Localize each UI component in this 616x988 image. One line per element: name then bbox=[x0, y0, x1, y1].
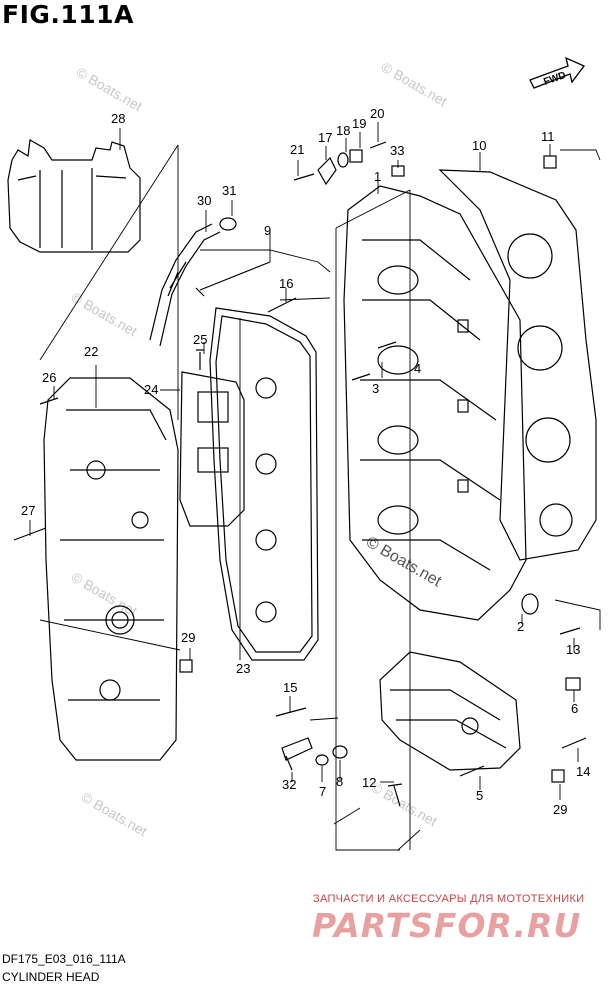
part-14-bolt bbox=[561, 737, 587, 749]
watermark: © Boats.net bbox=[379, 59, 451, 110]
watermark: © Boats.net bbox=[369, 779, 441, 830]
watermark: © Boats.net bbox=[69, 289, 141, 340]
part-11-dowel bbox=[543, 155, 557, 169]
figure-title: FIG.111A bbox=[2, 0, 134, 29]
callout-26: 26 bbox=[42, 370, 56, 385]
watermark: © Boats.net bbox=[69, 569, 141, 620]
callout-13: 13 bbox=[566, 642, 580, 657]
fwd-arrow-icon: FWD bbox=[529, 56, 586, 89]
callout-4: 4 bbox=[414, 361, 421, 376]
part-12-thermostat-case bbox=[379, 651, 521, 771]
callout-29a: 29 bbox=[181, 630, 195, 645]
figure-code: DF175_E03_016_111A bbox=[2, 952, 126, 966]
part-13-bolt bbox=[559, 627, 581, 635]
part-7-washer bbox=[315, 754, 329, 766]
callout-27: 27 bbox=[21, 503, 35, 518]
callout-5: 5 bbox=[476, 788, 483, 803]
part-12-bolt bbox=[387, 783, 403, 807]
callout-29b: 29 bbox=[553, 802, 567, 817]
part-21-bolt bbox=[293, 173, 315, 181]
part-30-hose bbox=[149, 223, 221, 347]
callout-15: 15 bbox=[283, 680, 297, 695]
callout-31: 31 bbox=[222, 183, 236, 198]
callout-3: 3 bbox=[372, 381, 379, 396]
watermark: © Boats.net bbox=[79, 789, 151, 840]
part-10-head-gasket bbox=[438, 169, 597, 561]
callout-22: 22 bbox=[84, 344, 98, 359]
callout-18: 18 bbox=[336, 123, 350, 138]
callout-30: 30 bbox=[197, 193, 211, 208]
callout-14: 14 bbox=[576, 764, 590, 779]
part-29a-cap bbox=[179, 659, 193, 673]
part-20-bolt bbox=[369, 141, 387, 149]
part-26-bolt bbox=[39, 397, 59, 405]
part-19-cap bbox=[349, 149, 363, 163]
part-6-cap bbox=[565, 677, 581, 691]
callout-23: 23 bbox=[236, 661, 250, 676]
callout-7: 7 bbox=[319, 784, 326, 799]
callout-6: 6 bbox=[571, 701, 578, 716]
callout-24: 24 bbox=[144, 382, 158, 397]
figure-name: CYLINDER HEAD bbox=[2, 970, 100, 984]
callout-2: 2 bbox=[517, 619, 524, 634]
part-9-bolt bbox=[195, 261, 271, 297]
callouts: 1 2 3 4 5 6 7 8 9 10 11 12 13 14 15 16 1… bbox=[21, 106, 590, 817]
leader-lines bbox=[29, 122, 601, 851]
part-4-bolt bbox=[377, 341, 397, 349]
watermark: © Boats.net bbox=[74, 64, 146, 115]
part-32-sensor bbox=[281, 737, 313, 771]
callout-1: 1 bbox=[374, 169, 381, 184]
promo-brand-logo: PARTSFOR.RU bbox=[312, 906, 582, 945]
part-31-clamp bbox=[219, 217, 237, 231]
callout-19: 19 bbox=[352, 116, 366, 131]
promo-text: ЗАПЧАСТИ И АКСЕССУАРЫ ДЛЯ МОТОТЕХНИКИ bbox=[313, 893, 585, 905]
part-23-gasket bbox=[209, 307, 319, 661]
callout-33: 33 bbox=[390, 143, 404, 158]
callout-28: 28 bbox=[111, 111, 125, 126]
part-2-oring bbox=[521, 593, 539, 615]
part-22-head-cover bbox=[43, 377, 179, 761]
callout-12: 12 bbox=[362, 775, 376, 790]
callout-17: 17 bbox=[318, 130, 332, 145]
callout-11: 11 bbox=[541, 129, 555, 144]
part-5-bolt bbox=[459, 765, 485, 777]
part-16-bolt bbox=[267, 297, 297, 313]
part-28-cover bbox=[7, 139, 141, 253]
watermark-center: © Boats.net bbox=[363, 534, 445, 591]
part-17-bracket bbox=[317, 156, 337, 186]
part-25-bolt bbox=[196, 349, 204, 370]
callout-10: 10 bbox=[472, 138, 486, 153]
callout-21: 21 bbox=[290, 142, 304, 157]
part-8-oring bbox=[332, 745, 348, 759]
callout-25: 25 bbox=[193, 332, 207, 347]
part-29b-cap bbox=[551, 769, 565, 783]
callout-8: 8 bbox=[336, 774, 343, 789]
part-15-bolt bbox=[275, 707, 307, 717]
part-3-bolt bbox=[351, 373, 371, 381]
fwd-label: FWD bbox=[542, 70, 567, 88]
callout-16: 16 bbox=[279, 276, 293, 291]
callout-9: 9 bbox=[264, 223, 271, 238]
callout-20: 20 bbox=[370, 106, 384, 121]
callout-32: 32 bbox=[282, 777, 296, 792]
part-18-oring bbox=[337, 152, 349, 168]
part-1-cylinder-head bbox=[343, 185, 527, 621]
